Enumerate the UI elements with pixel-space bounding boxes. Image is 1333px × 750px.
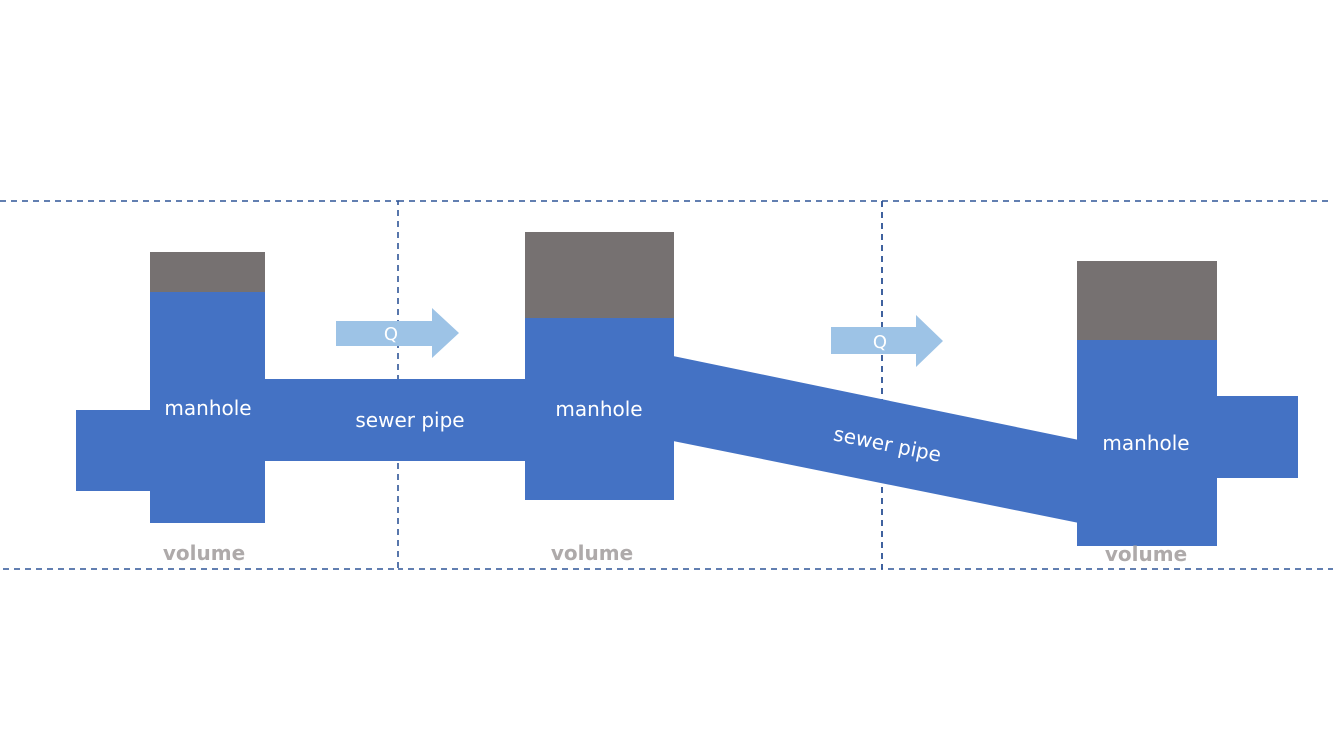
manhole-1-cover: [150, 252, 265, 292]
manhole-1-water: [150, 292, 265, 523]
inlet-pipe: [76, 410, 156, 491]
flow-arrow-1: Q: [336, 308, 459, 358]
flow-arrow-1-label: Q: [384, 324, 398, 345]
outlet-pipe: [1215, 396, 1298, 478]
manhole-2-cover: [525, 232, 674, 318]
flow-arrow-2-shape: [831, 315, 943, 367]
manhole-covers: [150, 232, 1217, 340]
volume-boundary-2: [398, 200, 883, 570]
sewer-pipe-2: [673, 356, 1079, 523]
manhole-2-label: manhole: [555, 397, 642, 421]
manhole-2-water: [525, 318, 674, 500]
water-body: [76, 292, 1298, 546]
volume-boundaries: [0, 200, 1333, 570]
volume-3-label: volume: [1105, 542, 1187, 566]
manhole-3-cover: [1077, 261, 1217, 340]
volume-2-label: volume: [551, 541, 633, 565]
volume-boundary-3: [881, 200, 1333, 570]
manhole-1-label: manhole: [164, 396, 251, 420]
sewer-pipe-1-label: sewer pipe: [355, 408, 464, 432]
volume-boundary-1: [0, 200, 399, 570]
manhole-3-label: manhole: [1102, 431, 1189, 455]
flow-arrow-2: Q: [831, 315, 943, 367]
volume-1-label: volume: [163, 541, 245, 565]
sewer-pipe-1: [264, 379, 527, 461]
flow-arrow-2-label: Q: [873, 332, 887, 353]
manhole-3-water: [1077, 340, 1217, 546]
flow-arrow-1-shape: [336, 308, 459, 358]
